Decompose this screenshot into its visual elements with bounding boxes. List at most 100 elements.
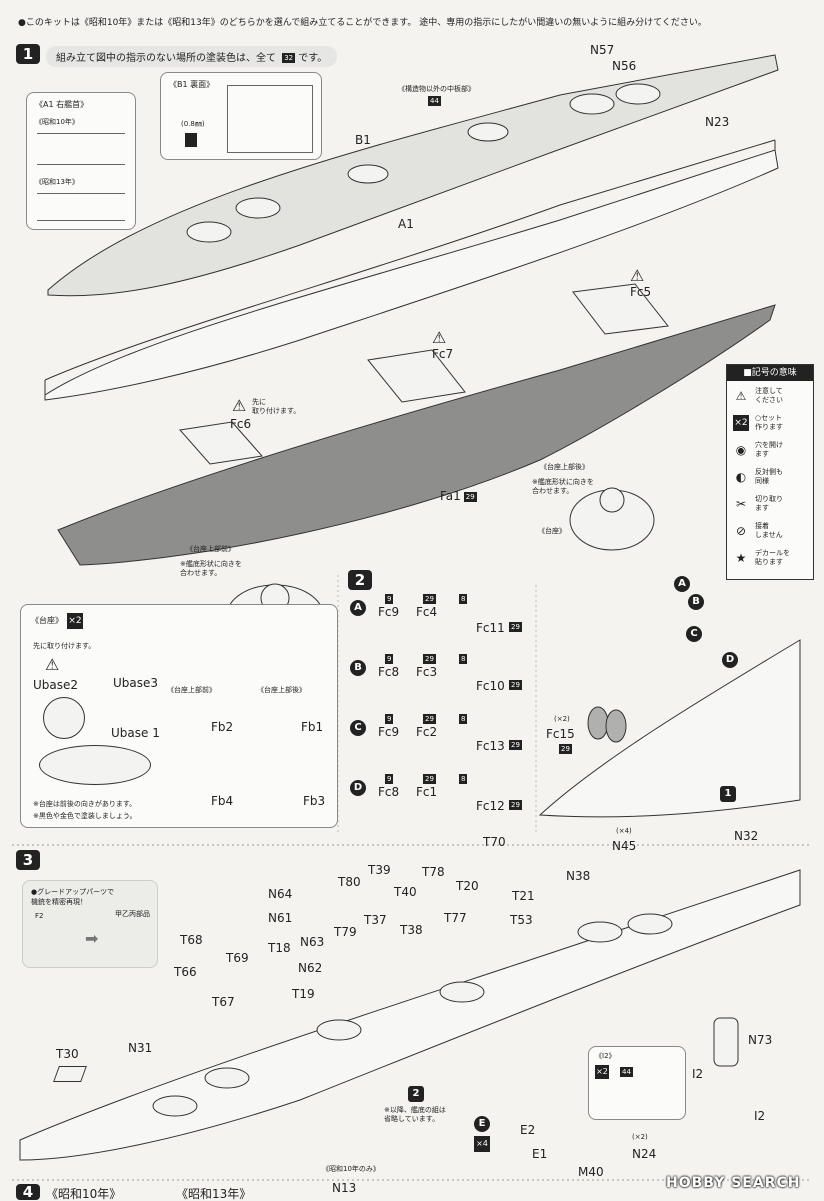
a1-inset-panel: 《A1 右艦首》 《昭和10年》 《昭和13年》: [26, 92, 136, 230]
stand-panel-note3: ※黒色や金色で塗装しましょう。: [33, 812, 137, 820]
legend-text-caution: 注意して ください: [755, 387, 783, 404]
cut-icon: ✂: [735, 497, 747, 511]
label-t67: T67: [212, 995, 235, 1009]
row-a-code3: 8: [459, 594, 468, 604]
label-e2: E2: [520, 1123, 536, 1137]
stand-front-title: 《台座上部前》: [186, 545, 235, 553]
label-e1: E1: [532, 1147, 548, 1161]
opposite-side-icon: ◐: [735, 470, 747, 484]
row-c-part1: Fc9: [378, 725, 400, 739]
label-t77: T77: [444, 911, 467, 925]
row-a-letter: A: [350, 600, 366, 616]
legend-title: ■記号の意味: [727, 365, 813, 381]
legend-text-cut: 切り取り ます: [755, 495, 783, 512]
row-a-code1: 9: [385, 594, 394, 604]
label-fc15: Fc15: [546, 727, 575, 741]
mast-n73: [713, 1017, 739, 1067]
label-m40: M40: [578, 1165, 604, 1179]
b1-inset-title: 《B1 裏面》: [169, 80, 215, 89]
row-b-part2: Fc3: [416, 665, 438, 679]
row-a-part2: Fc4: [416, 605, 438, 619]
fa1-code: 29: [463, 491, 477, 502]
grade-up-panel: ●グレードアップパーツで 機銃を精密再現！ F2 甲乙丙部品 ➡: [22, 880, 158, 968]
drill-hole-icon: ◉: [735, 443, 747, 457]
paint-note-suffix: です。: [298, 53, 328, 64]
row-d-code3: 8: [459, 774, 468, 784]
label-f2: F2: [35, 912, 44, 920]
i2-title: 《I2》: [595, 1052, 616, 1060]
callout-a: A: [674, 576, 690, 592]
row-d-letter: D: [350, 780, 366, 796]
b1-drill-size: (0.8㎜): [181, 120, 205, 128]
step-number-1: 1: [16, 44, 40, 64]
label-a1: A1: [398, 217, 414, 231]
legend-item-cut: ✂ 切り取り ます: [733, 495, 783, 513]
row-c-code2: 29: [423, 714, 436, 724]
stand-rear-title: 《台座上部後》: [540, 463, 589, 471]
stand-front-top-title: 《台座上部前》: [167, 686, 216, 694]
label-ubase3: Ubase3: [113, 676, 159, 690]
row-c-part3: Fc13: [476, 739, 505, 753]
turret-4: [467, 122, 509, 142]
label-t19: T19: [292, 987, 315, 1001]
legend-text-sets: ○セット 作ります: [755, 414, 783, 431]
label-n63: N63: [300, 935, 325, 949]
drill-icon: [185, 133, 197, 147]
label-t79: T79: [334, 925, 357, 939]
stand-base-drawing: [39, 745, 151, 785]
ref-step-1: 1: [720, 786, 736, 802]
lower-hull-fa1: [57, 304, 776, 566]
a1-inset-s10: 《昭和10年》: [35, 118, 79, 126]
part-t30-drawing: [53, 1066, 87, 1082]
paint-note: 組み立て図中の指示のない場所の塗装色は、全て 32 です。: [46, 46, 338, 67]
stand-panel-count: ×2: [67, 613, 83, 629]
label-n64: N64: [268, 887, 293, 901]
label-t20: T20: [456, 879, 479, 893]
hull-section-step2: [538, 639, 801, 818]
b1-inset-drawing: [227, 85, 313, 153]
propeller-assembly-list: A 9 Fc9 29 Fc4 8 Fc11 29 B 9 Fc8 29 Fc3 …: [348, 594, 528, 824]
paint-code: 32: [282, 53, 296, 63]
legend-item-opposite: ◐反対側も 同様: [733, 468, 783, 486]
ref-step-2-note: ※以降、艦底の組は 省略しています。: [384, 1106, 446, 1123]
b1-inset-panel: 《B1 裏面》 (0.8㎜): [160, 72, 322, 160]
row-c-letter: C: [350, 720, 366, 736]
e-letter: E: [474, 1116, 490, 1132]
watermark: HOBBY SEARCH: [666, 1175, 801, 1191]
stand-panel-note2: ※台座は前後の向きがあります。: [33, 800, 137, 808]
multiply-icon: ×2: [733, 415, 749, 431]
label-t18: T18: [268, 941, 291, 955]
legend-item-no-glue: ⊘接着 しません: [733, 522, 783, 540]
label-fc7: Fc7: [432, 347, 454, 361]
label-fb2: Fb2: [211, 720, 234, 734]
ref-step-2: 2: [408, 1086, 424, 1102]
turret-2: [235, 197, 281, 219]
step-number-4: 4: [16, 1184, 40, 1200]
row-b-code2: 29: [423, 654, 436, 664]
upper-deck-b1: [47, 54, 779, 297]
label-t68: T68: [180, 933, 203, 947]
legend-item-decal: ★デカールを 貼ります: [733, 549, 790, 567]
legend-text-drill: 穴を開け ます: [755, 441, 783, 458]
stand-rear-label: 《台座》: [538, 527, 566, 535]
row-c-code4: 29: [509, 740, 522, 750]
label-n73: N73: [748, 1033, 773, 1047]
i2-count: ×2: [595, 1065, 609, 1079]
callout-c: C: [686, 626, 702, 642]
label-n56: N56: [612, 59, 637, 73]
legend-item-drill: ◉ 穴を開け ます: [733, 441, 783, 459]
label-t40: T40: [394, 885, 417, 899]
label-i2a: I2: [692, 1067, 704, 1081]
i2-code: 44: [620, 1067, 633, 1077]
row-d-code1: 9: [385, 774, 394, 784]
label-t70: T70: [483, 835, 506, 849]
label-t21: T21: [512, 889, 535, 903]
label-n31: N31: [128, 1041, 153, 1055]
label-t30: T30: [56, 1047, 79, 1061]
plate-fc6: [179, 421, 263, 465]
row-b-part3: Fc10: [476, 679, 505, 693]
hull-a1: [44, 149, 779, 401]
step-number-2: 2: [348, 570, 372, 590]
row-b-letter: B: [350, 660, 366, 676]
warning-icon-fc7: ⚠: [432, 328, 447, 347]
